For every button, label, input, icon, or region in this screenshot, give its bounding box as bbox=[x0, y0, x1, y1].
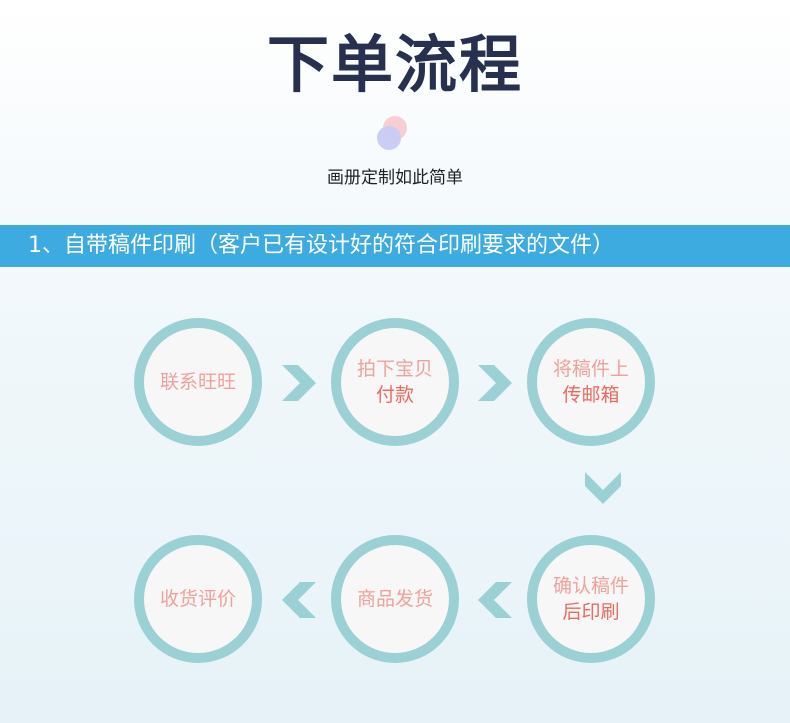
banner-text: 1、自带稿件印刷（客户已有设计好的符合印刷要求的文件） bbox=[28, 233, 614, 258]
step-label-line1: 联系旺旺 bbox=[159, 371, 236, 393]
chevron-down-icon bbox=[585, 472, 621, 504]
lavender-dot bbox=[377, 126, 401, 150]
step-label-line2: 传邮箱 bbox=[562, 384, 620, 406]
section-banner: 1、自带稿件印刷（客户已有设计好的符合印刷要求的文件） bbox=[0, 225, 790, 267]
step-label-line2: 后印刷 bbox=[562, 601, 620, 623]
step-label-line1: 将稿件上 bbox=[552, 358, 629, 380]
step-label-line1: 商品发货 bbox=[356, 588, 433, 610]
step-inner: 商品发货 bbox=[341, 545, 449, 653]
page-subtitle: 画册定制如此简单 bbox=[327, 168, 463, 188]
step-place-order: 拍下宝贝 付款 bbox=[331, 318, 459, 446]
step-inner: 收货评价 bbox=[144, 545, 252, 653]
decorative-dots-icon bbox=[377, 116, 409, 152]
step-ship-goods: 商品发货 bbox=[331, 535, 459, 663]
step-label-line1: 收货评价 bbox=[159, 588, 236, 610]
chevron-left-icon bbox=[478, 582, 512, 618]
step-receive-review: 收货评价 bbox=[134, 535, 262, 663]
step-inner: 联系旺旺 bbox=[144, 328, 252, 436]
step-label-line2: 付款 bbox=[375, 384, 414, 406]
step-contact-wangwang: 联系旺旺 bbox=[134, 318, 262, 446]
chevron-left-icon bbox=[282, 582, 316, 618]
chevron-right-icon bbox=[282, 365, 316, 401]
step-label-line1: 确认稿件 bbox=[552, 575, 629, 597]
chevron-right-icon bbox=[478, 365, 512, 401]
step-confirm-print: 确认稿件 后印刷 bbox=[527, 535, 655, 663]
step-label-line1: 拍下宝贝 bbox=[356, 358, 433, 380]
step-inner: 拍下宝贝 付款 bbox=[341, 328, 449, 436]
page-title: 下单流程 bbox=[266, 28, 523, 101]
step-upload-files: 将稿件上 传邮箱 bbox=[527, 318, 655, 446]
step-inner: 确认稿件 后印刷 bbox=[537, 545, 645, 653]
step-inner: 将稿件上 传邮箱 bbox=[537, 328, 645, 436]
